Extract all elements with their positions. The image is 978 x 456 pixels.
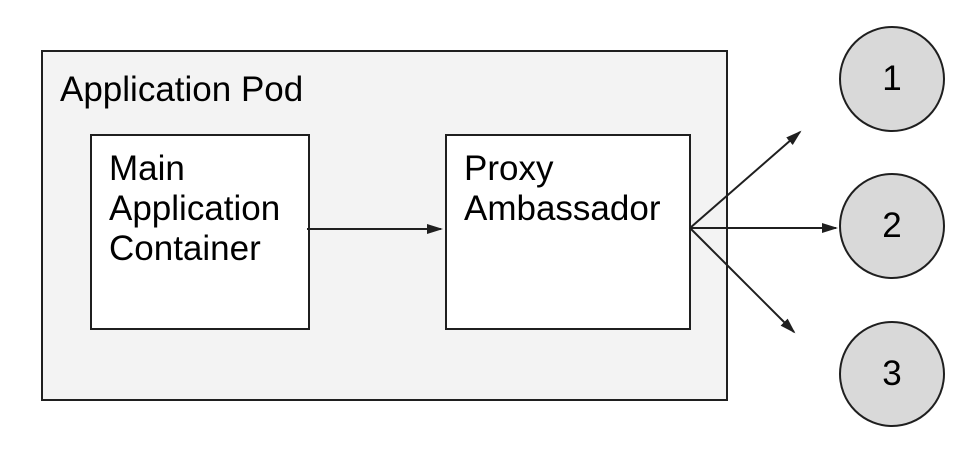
- node-main-application-container: Main Application Container: [90, 134, 310, 330]
- node-main-application-container-label: Main Application Container: [109, 149, 281, 268]
- application-pod: Application Pod Main Application Contain…: [41, 50, 728, 401]
- endpoint-2-label: 2: [882, 206, 902, 245]
- node-proxy-ambassador: Proxy Ambassador: [445, 134, 691, 330]
- endpoint-circle-1: 1: [839, 26, 945, 132]
- endpoint-1-label: 1: [882, 59, 902, 98]
- endpoint-3-label: 3: [882, 354, 902, 393]
- application-pod-label: Application Pod: [60, 70, 304, 109]
- node-proxy-ambassador-label: Proxy Ambassador: [464, 149, 661, 228]
- endpoint-circle-3: 3: [839, 321, 945, 427]
- endpoint-circle-2: 2: [839, 173, 945, 279]
